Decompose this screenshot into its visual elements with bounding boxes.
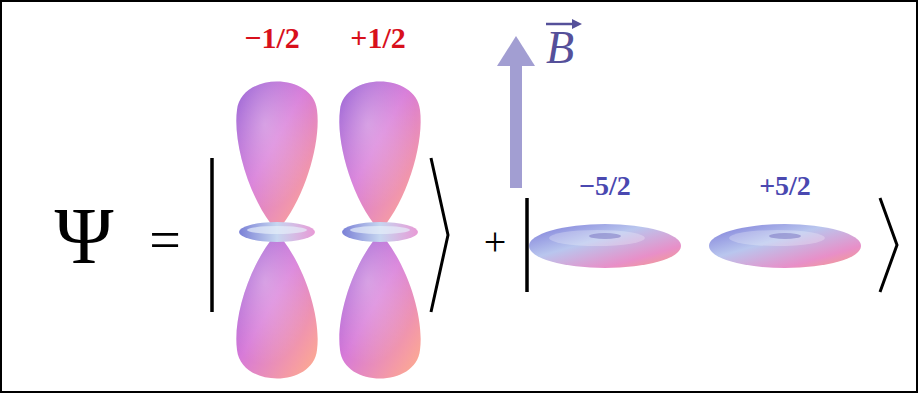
spin-label: +1/2 xyxy=(350,23,405,53)
spin-label: −1/2 xyxy=(244,23,299,53)
spin-label: −5/2 xyxy=(579,172,631,200)
spin-label: +5/2 xyxy=(759,172,811,200)
equals-sign: = xyxy=(149,212,181,268)
field-label: B xyxy=(546,25,574,71)
wavefunction-symbol: Ψ xyxy=(54,196,113,276)
plus-sign: + xyxy=(484,222,507,262)
